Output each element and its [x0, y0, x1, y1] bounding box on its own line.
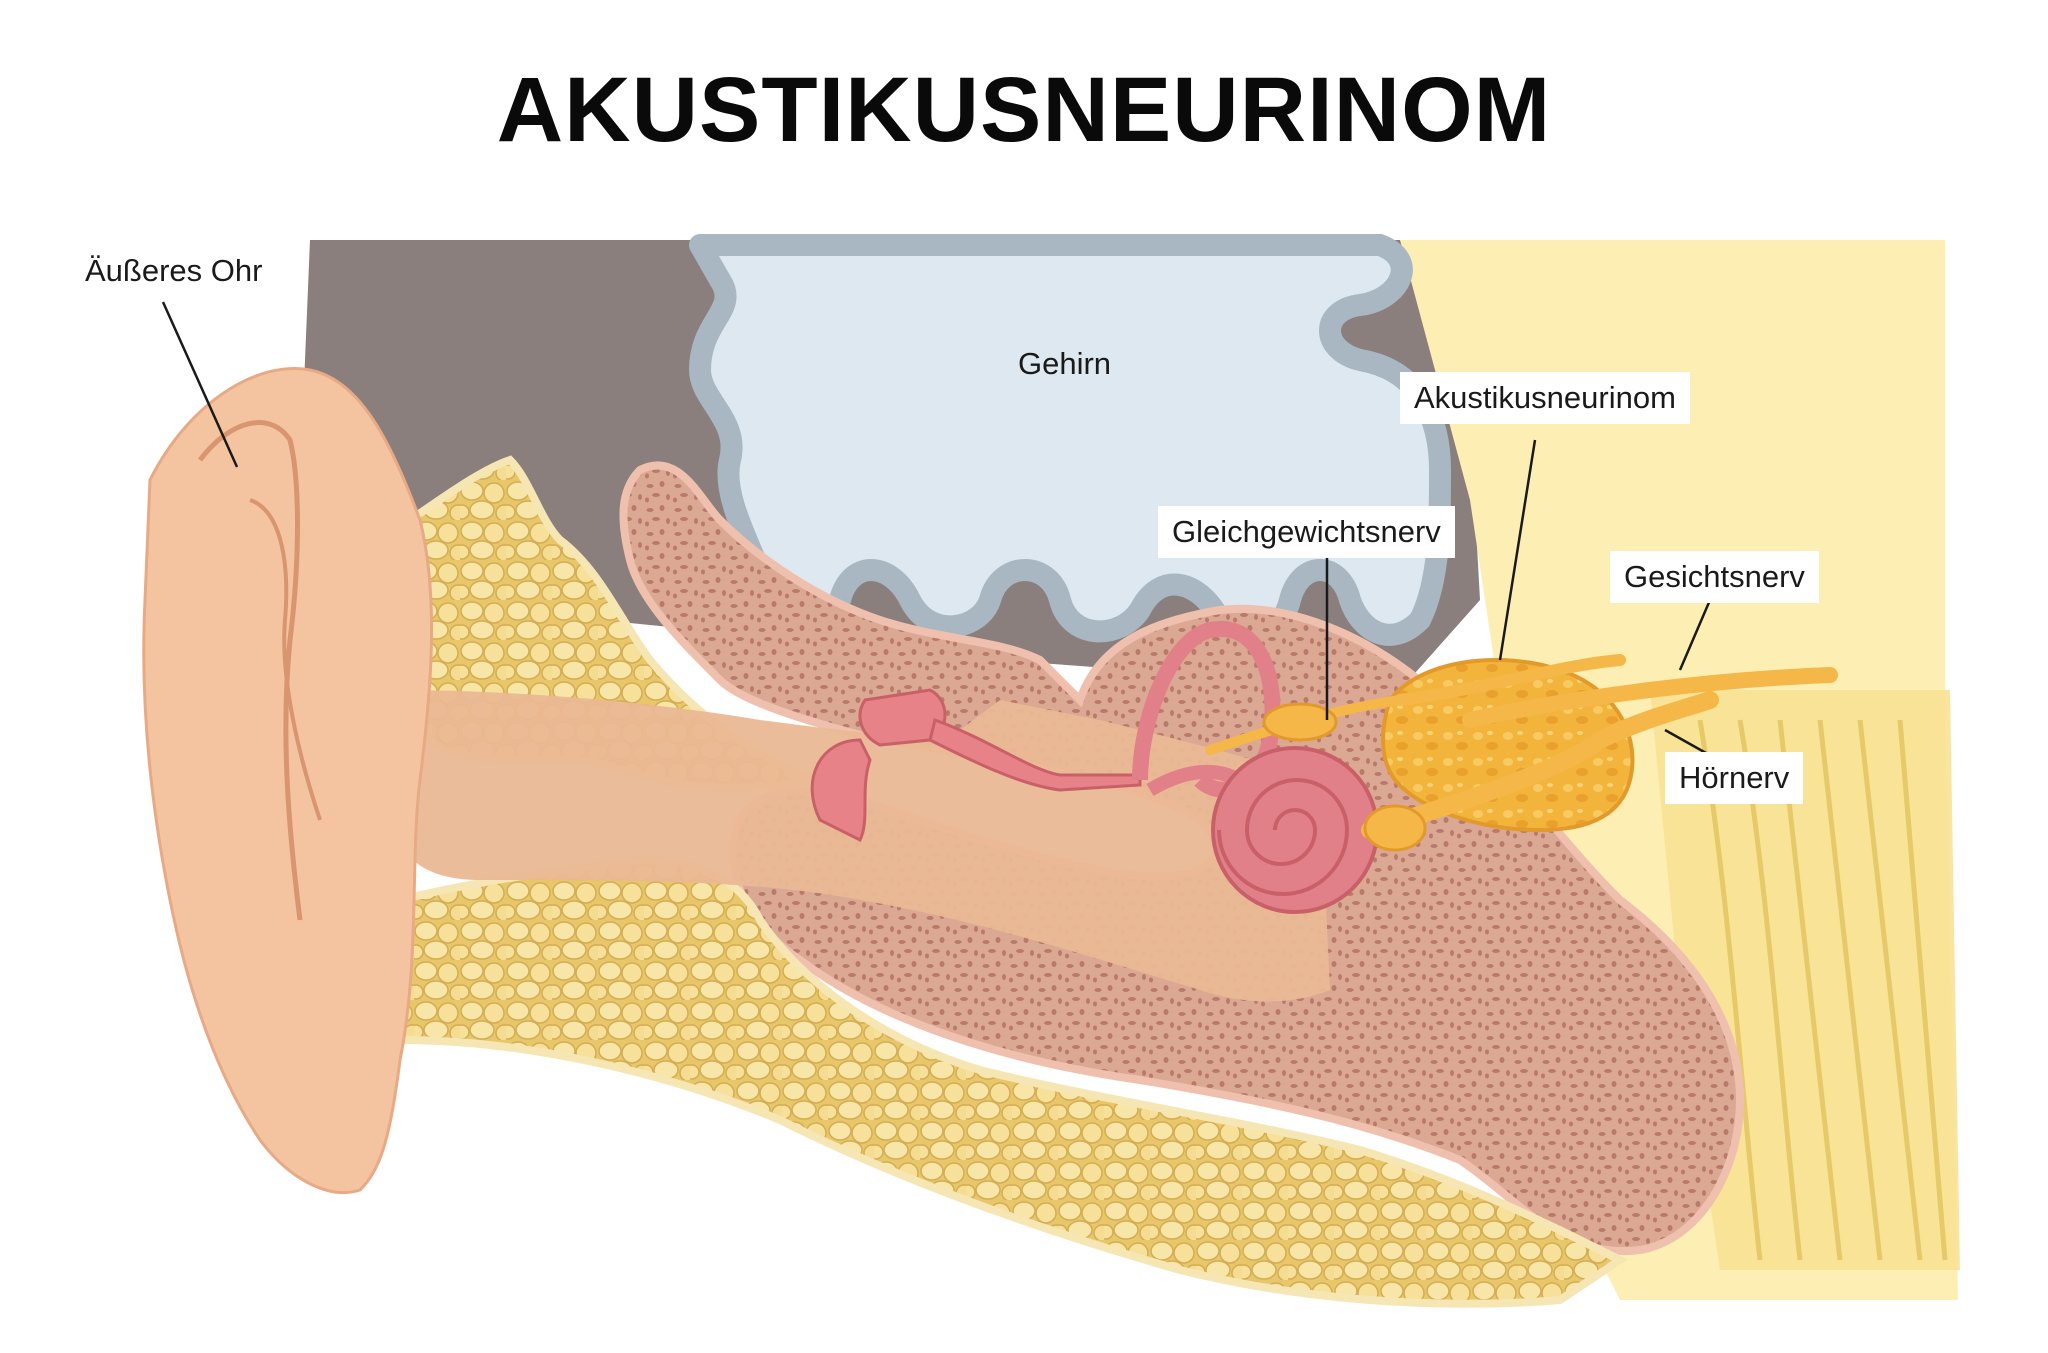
pinna-fold [198, 420, 303, 921]
brain-shape [689, 234, 1451, 649]
leader-facial-nerve [1678, 599, 1712, 671]
label-outer-ear: Äußeres Ohr [85, 253, 263, 288]
leader-outer-ear [161, 301, 239, 468]
label-vestibular-nerve: Gleichgewichtsnerv [1158, 506, 1455, 558]
vestibular-ganglion [1262, 702, 1338, 742]
label-acoustic-neuroma: Akustikusneurinom [1400, 372, 1690, 424]
cochlear-nerve [1361, 691, 1719, 839]
ossicles [810, 688, 1142, 843]
cochlea [1211, 746, 1379, 914]
label-facial-nerve: Gesichtsnerv [1610, 551, 1819, 603]
inner-ear [1132, 620, 1379, 914]
nerves [1205, 654, 1838, 852]
facial-nerve-upper [1394, 654, 1626, 706]
cochlear-ganglion [1363, 804, 1427, 852]
leader-lines [161, 301, 1723, 764]
facial-nerve [1462, 667, 1838, 728]
ear-canal [400, 690, 1330, 1002]
pinna-fold-inner [249, 498, 322, 821]
label-brain: Gehirn [1018, 346, 1112, 381]
fat-tissue-lower [373, 855, 1628, 1308]
page-title: AKUSTIKUSNEURINOM [496, 59, 1552, 161]
leader-acoustic-neuroma [1498, 439, 1537, 661]
label-cochlear-nerve: Hörnerv [1665, 752, 1804, 804]
